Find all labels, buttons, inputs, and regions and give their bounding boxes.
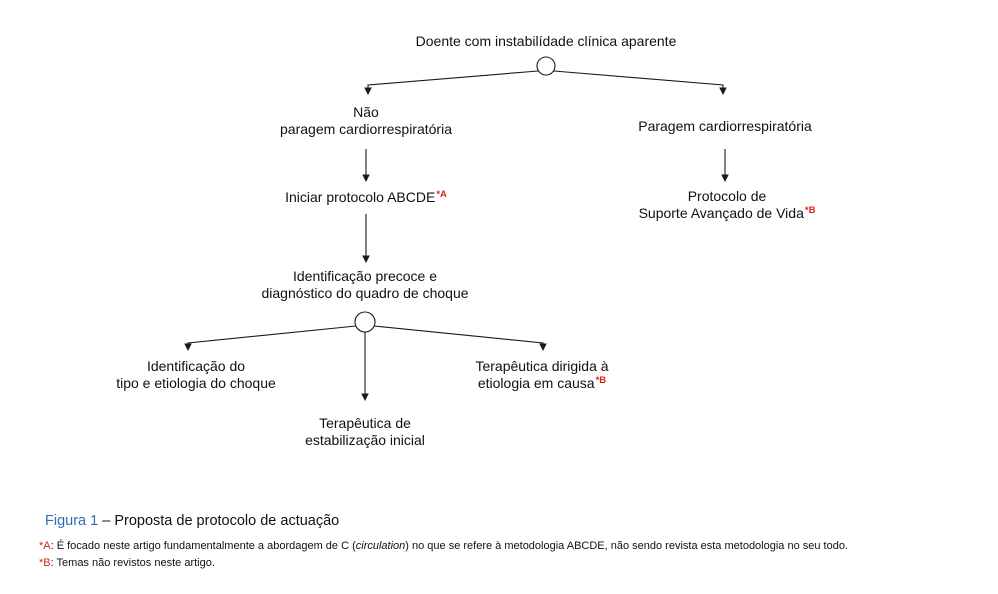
footnote-a-marker: *A [39, 540, 51, 552]
node-arrest: Paragem cardiorrespiratória [638, 118, 812, 134]
node-root: Doente com instabilídade clínica aparent… [415, 33, 677, 49]
node-abcde: Iniciar protocolo ABCDE*A [285, 189, 447, 208]
node-abcde-label: Iniciar protocolo ABCDE [285, 189, 436, 205]
connector-lower-to-targeted [373, 325, 547, 352]
footnote-ref-a: *A [436, 189, 447, 200]
footnote-a-text-post: ) no que se refere à metodologia ABCDE, … [405, 540, 849, 552]
footnote-ref-b: *B [595, 375, 607, 386]
node-targeted: Terapêutica dirigida à etiologia em caus… [475, 358, 608, 394]
decision-circle-lower [354, 311, 376, 333]
footnote-a-text-pre: : É focado neste artigo fundamentalmente… [50, 540, 356, 552]
footnote-b-text-pre: : Temas não revistos neste artigo. [50, 557, 215, 569]
node-early-id: Identificação precoce e diagnóstico do q… [261, 268, 469, 301]
node-no-arrest: Não paragem cardiorrespiratória [280, 104, 452, 137]
footnote-a-italic: circulation [355, 540, 406, 552]
connector-lower-to-type-etiology [184, 325, 357, 352]
footnote-b: *B: Temas não revistos neste artigo. [39, 556, 215, 570]
figure-caption: Figura 1 – Proposta de protocolo de actu… [45, 512, 339, 530]
figure-caption-label: Figura 1 [45, 513, 99, 529]
node-type-etiology: Identificação do tipo e etiologia do cho… [116, 358, 276, 391]
connector-root-to-no-arrest [364, 70, 539, 96]
connector-root-to-arrest [553, 70, 727, 96]
decision-circle-top [536, 56, 556, 76]
node-sav-label: Protocolo de Suporte Avançado de Vida [638, 188, 804, 221]
footnote-ref-b: *B [804, 205, 816, 216]
figure-caption-text: – Proposta de protocolo de actuação [98, 513, 340, 529]
node-stabilization: Terapêutica de estabilização inicial [305, 415, 425, 448]
footnote-a: *A: É focado neste artigo fundamentalmen… [39, 539, 848, 553]
node-sav: Protocolo de Suporte Avançado de Vida*B [639, 188, 816, 224]
footnote-b-marker: *B [39, 557, 51, 569]
node-targeted-label: Terapêutica dirigida à etiologia em caus… [475, 358, 609, 391]
